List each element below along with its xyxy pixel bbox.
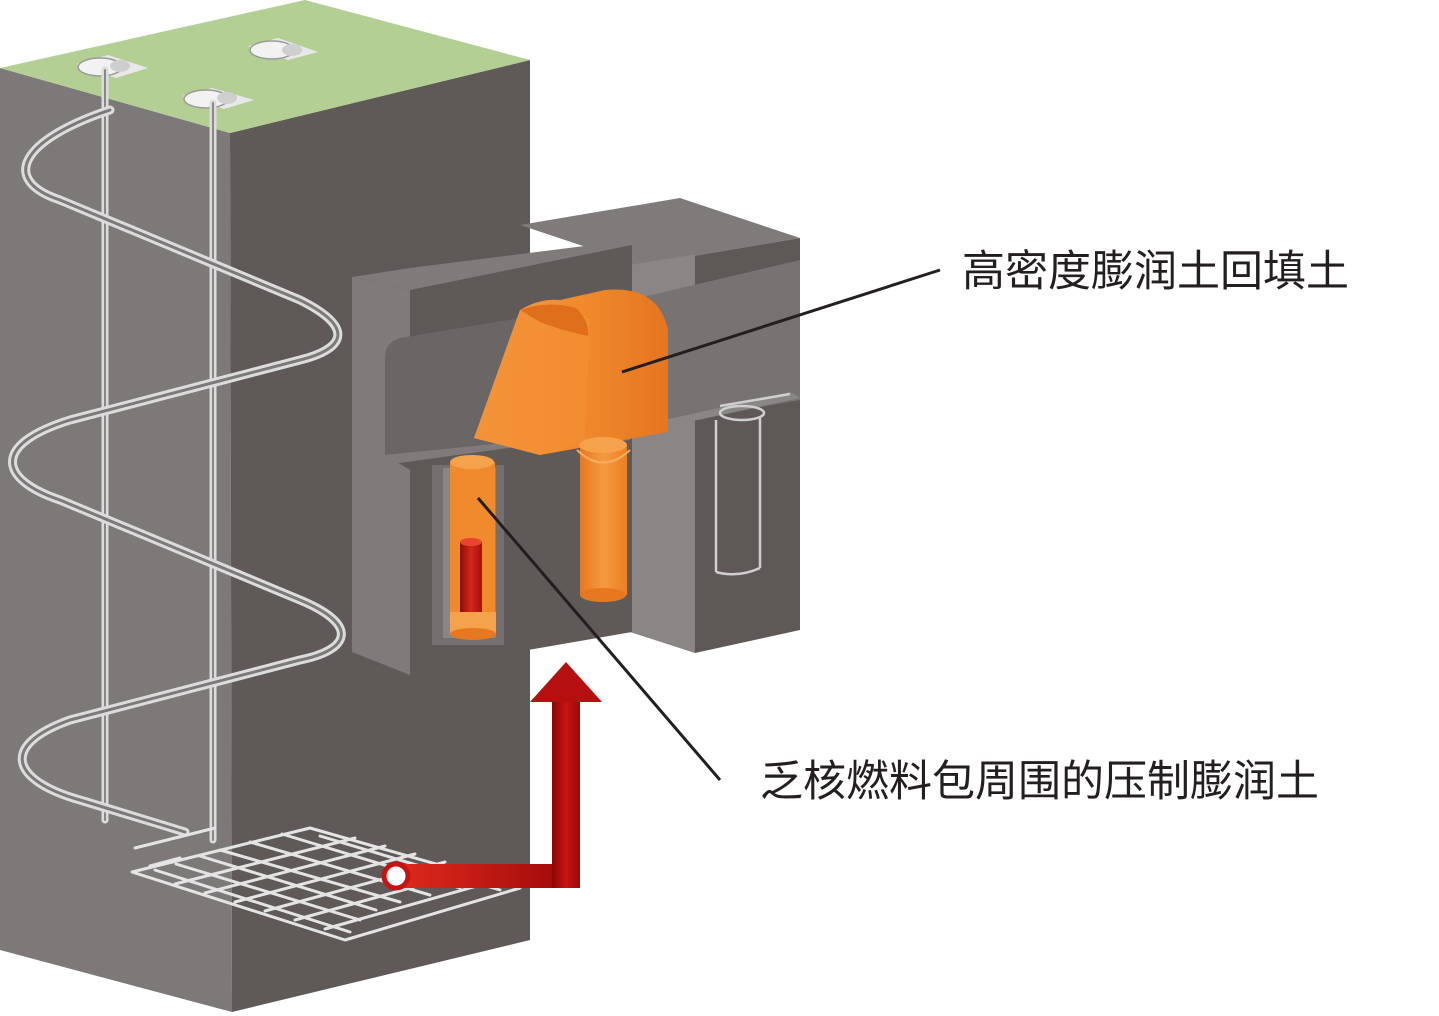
- arrow-up-icon: [381, 662, 602, 891]
- label-bentonite-backfill: 高密度膨润土回填土: [962, 247, 1349, 297]
- bentonite-backfill: [474, 289, 668, 602]
- rock-left-face: [0, 68, 232, 1012]
- empty-deposition-hole: [714, 392, 791, 576]
- label-buffer-bentonite: 乏核燃料包周围的压制膨润土: [760, 757, 1319, 807]
- buffer-bentonite: [450, 455, 496, 640]
- ground-surface: [0, 0, 530, 133]
- shaft-cap-icon: [76, 38, 318, 109]
- spent-fuel-canister: [460, 538, 482, 612]
- access-tunnels: [8, 66, 522, 942]
- leader-line-backfill: [621, 268, 941, 374]
- leader-line-buffer: [476, 497, 722, 781]
